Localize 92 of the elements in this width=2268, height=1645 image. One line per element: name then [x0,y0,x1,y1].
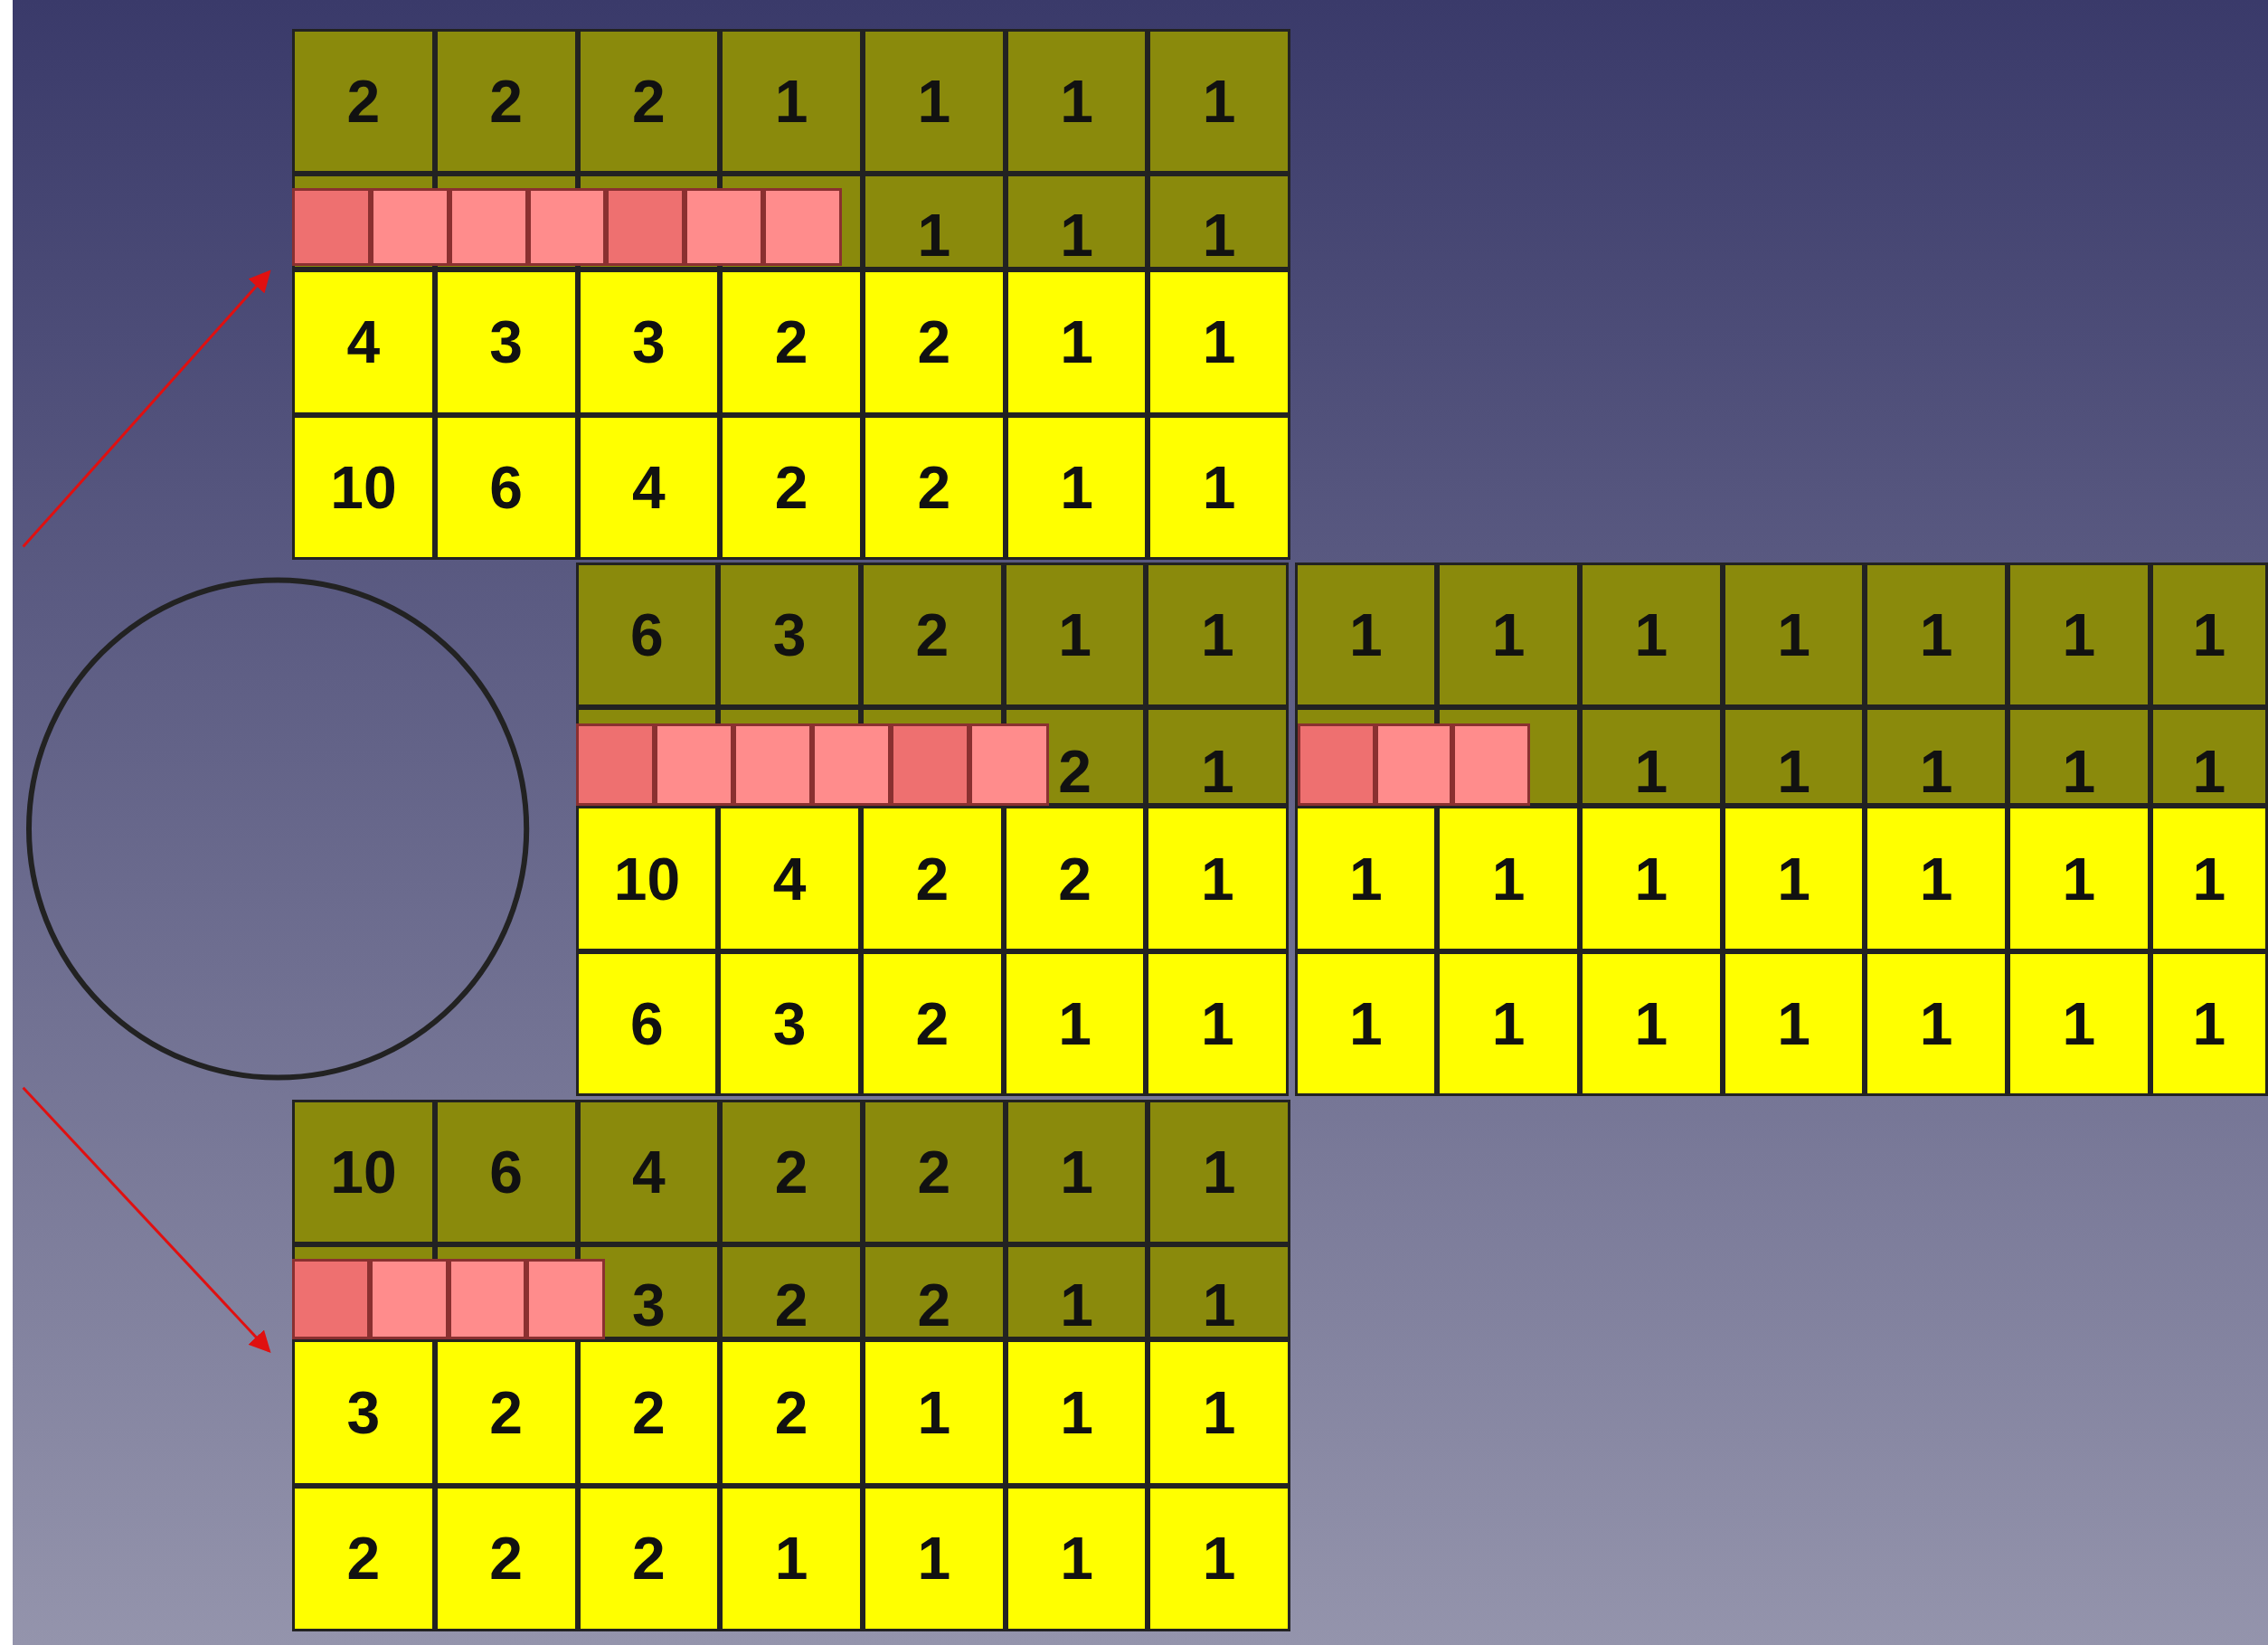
grid-cell: 6 [575,951,719,1097]
grid-cell: 1 [1294,563,1438,708]
grid-cell: 2 [862,269,1006,416]
grid-cell: 1 [1148,415,1291,560]
grid-cell: 1 [2008,951,2150,1097]
grid-cell: 1 [720,29,863,174]
grid-cell: 1 [1437,563,1580,708]
grid-cell: 2 [292,29,435,174]
grid-cell: 1 [1005,1243,1148,1340]
grid-cell: 1 [2150,707,2268,806]
grid-cell: 2 [861,563,1004,708]
grid-cell: 2 [862,1099,1006,1244]
grid-cell: 2 [720,1243,863,1340]
grid-cell: 10 [575,805,719,952]
grid-cell: 1 [862,1339,1006,1486]
grid-cell: 1 [1146,707,1290,806]
grid-cell: 1 [1865,951,2008,1097]
grid-cell: 1 [1148,1243,1291,1340]
grid-cell: 1 [1148,29,1291,174]
grid-cell: 1 [1148,1485,1291,1632]
grid-cell: 1 [1579,707,1723,806]
circle-outline [26,577,530,1081]
grid-cell: 1 [1148,1339,1291,1486]
grid-cell: 2 [720,415,863,560]
grid-cell: 4 [577,415,721,560]
grid-cell: 1 [862,173,1006,269]
grid-cell: 6 [434,1099,578,1244]
grid-cell: 1 [1437,951,1580,1097]
grid-cell: 1 [1148,1099,1291,1244]
grid-cell: 1 [2008,707,2150,806]
grid-cell: 1 [1579,805,1723,952]
grid-cell: 1 [1005,415,1148,560]
grid-cell: 1 [1579,563,1723,708]
grid-cell: 2 [862,1243,1006,1340]
grid-cell: 1 [1003,563,1147,708]
grid-cell: 4 [292,269,435,416]
grid-cell: 2 [720,1339,863,1486]
grid-cell: 1 [1722,707,1866,806]
grid-cell: 1 [1722,563,1866,708]
grid-cell: 2 [434,29,578,174]
grid-cell: 1 [2150,563,2268,708]
grid-cell: 1 [720,1485,863,1632]
grid-cell: 1 [1865,563,2008,708]
grid-cell: 1 [1437,805,1580,952]
grid-cell: 1 [1148,173,1291,269]
grid-cell: 3 [292,1339,435,1486]
grid-cell: 1 [1146,563,1290,708]
grid-cell: 1 [1005,173,1148,269]
grid-cell: 1 [1865,805,2008,952]
grid-cell: 1 [1005,1339,1148,1486]
grid-cell: 1 [1722,951,1866,1097]
grid-cell: 1 [1294,805,1438,952]
grid-cell: 1 [2150,805,2268,952]
grid-cell: 2 [1003,805,1147,952]
grid-cell: 2 [434,1339,578,1486]
grid-cell: 2 [577,1485,721,1632]
grid-cell: 3 [577,269,721,416]
grid-cell: 1 [1146,951,1290,1097]
grid-cell: 1 [1865,707,2008,806]
grid-cell: 2 [720,1099,863,1244]
grid-cell: 1 [1005,1485,1148,1632]
grid-cell: 10 [292,415,435,560]
grid-cell: 2 [862,415,1006,560]
grid-cell: 1 [1146,805,1290,952]
grid-cell: 2 [292,1485,435,1632]
grid-cell: 1 [2150,951,2268,1097]
grid-cell: 6 [575,563,719,708]
grid-cell: 2 [577,1339,721,1486]
grid-cell: 3 [434,269,578,416]
grid-cell: 1 [1005,269,1148,416]
grid-cell: 10 [292,1099,435,1244]
grid-cell: 4 [718,805,861,952]
grid-cell: 1 [1722,805,1866,952]
grid-cell: 1 [1005,1099,1148,1244]
grid-cell: 2 [861,805,1004,952]
grid-cell: 1 [862,1485,1006,1632]
grid-cell: 1 [1294,951,1438,1097]
grid-cell: 1 [1005,29,1148,174]
grid-cell: 1 [1579,951,1723,1097]
grid-cell: 6 [434,415,578,560]
grid-cell: 2 [577,29,721,174]
grid-cell: 1 [2008,805,2150,952]
grid-cell: 3 [718,563,861,708]
grid-cell: 2 [434,1485,578,1632]
grid-cell: 1 [2008,563,2150,708]
grid-cell: 4 [577,1099,721,1244]
grid-cell: 1 [1148,269,1291,416]
grid-cell: 3 [718,951,861,1097]
grid-cell: 1 [862,29,1006,174]
grid-cell: 2 [861,951,1004,1097]
grid-cell: 1 [1003,951,1147,1097]
grid-cell: 2 [720,269,863,416]
